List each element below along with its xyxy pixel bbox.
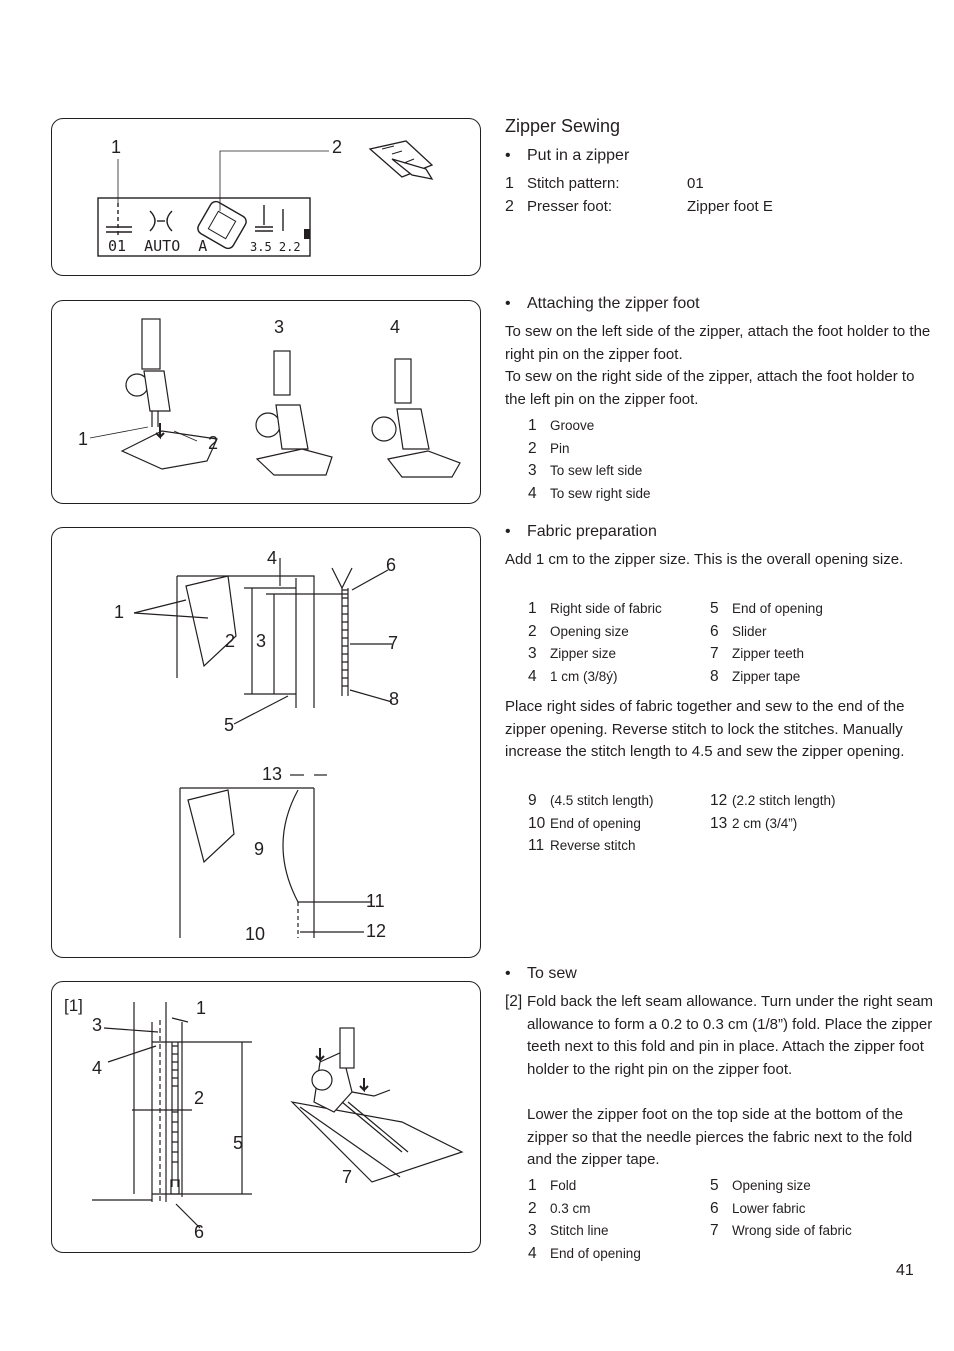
callout-5: 5 (233, 1133, 243, 1154)
step-label-2: [2] (505, 991, 522, 1014)
lcd-values-text: 3.5 2.2 (250, 240, 301, 254)
callout-4: 4 (267, 548, 277, 569)
lcd-bottom-text: 01 AUTO A (108, 237, 207, 255)
figure-zipper-foot-panel: 1 2 3 4 (51, 300, 481, 504)
page-number: 41 (896, 1262, 914, 1280)
callout-7: 7 (388, 633, 398, 654)
callout-1: 1 (196, 998, 206, 1019)
list-item: 9(4.5 stitch length) (528, 790, 654, 813)
paragraph: Lower the zipper foot on the top side at… (527, 1104, 937, 1172)
callout-6: 6 (194, 1222, 204, 1243)
callout-7: 7 (342, 1167, 352, 1188)
fabric-prep-illustration (52, 528, 481, 958)
callout-3: 3 (92, 1015, 102, 1036)
callout-2: 2 (332, 137, 342, 158)
list-item: 12(2.2 stitch length) (710, 790, 836, 813)
callout-12: 12 (366, 921, 386, 942)
callout-3: 3 (274, 317, 284, 338)
callout-2: 2 (208, 433, 218, 454)
to-sew-illustration (52, 982, 481, 1253)
paragraph: Place right sides of fabric together and… (505, 696, 937, 764)
step-label-1: [1] (64, 996, 83, 1016)
callout-1: 1 (111, 137, 121, 158)
callout-4: 4 (92, 1058, 102, 1079)
section-heading-fabric: •Fabric preparation (505, 523, 657, 541)
figure-to-sew-panel: [1] 1 2 3 4 5 6 7 (51, 981, 481, 1253)
section-heading-put-in-zipper: •Put in a zipper (505, 147, 629, 165)
callout-9: 9 (254, 839, 264, 860)
page-title: Zipper Sewing (505, 116, 937, 137)
zipper-foot-illustration (52, 301, 481, 504)
paragraph: Add 1 cm to the zipper size. This is the… (505, 549, 937, 572)
callout-2: 2 (225, 631, 235, 652)
callout-8: 8 (389, 689, 399, 710)
callout-2: 2 (194, 1088, 204, 1109)
figure-lcd-panel: 1 2 01 AUTO A 3.5 2.2 (51, 118, 481, 276)
callout-10: 10 (245, 924, 265, 945)
paragraph: Fold back the left seam allowance. Turn … (527, 991, 937, 1081)
callout-11: 11 (366, 891, 385, 912)
section-heading-to-sew: •To sew (505, 965, 577, 983)
paragraph: To sew on the right side of the zipper, … (505, 366, 937, 411)
paragraph: To sew on the left side of the zipper, a… (505, 321, 937, 366)
section-heading-attaching: •Attaching the zipper foot (505, 295, 700, 313)
callout-13: 13 (262, 764, 282, 785)
callout-1: 1 (78, 429, 88, 450)
callout-4: 4 (390, 317, 400, 338)
figure-fabric-prep-panel: 1 2 3 4 5 6 7 8 9 10 11 12 13 (51, 527, 481, 958)
callout-6: 6 (386, 555, 396, 576)
callout-1: 1 (114, 602, 124, 623)
callout-5: 5 (224, 715, 234, 736)
callout-3: 3 (256, 631, 266, 652)
